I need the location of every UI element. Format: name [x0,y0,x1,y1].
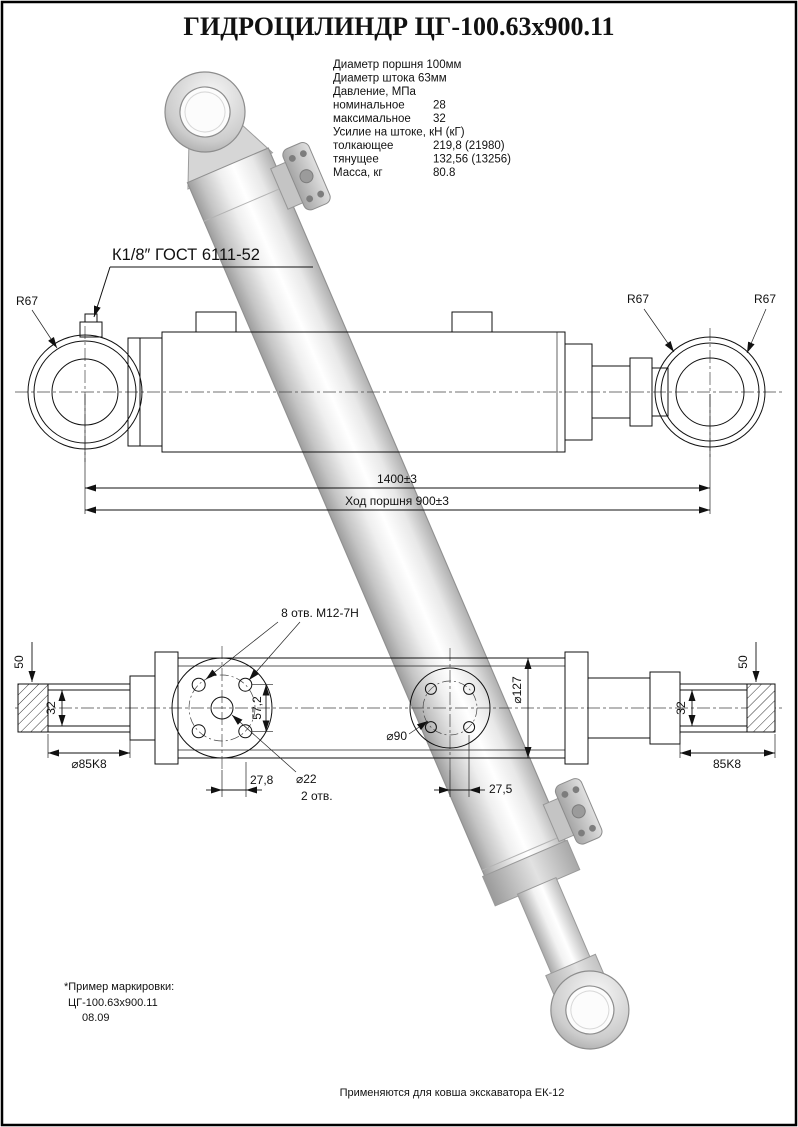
bottom-view-annotations: 50 32 ⌀85K8 8 отв. М12-7Н 57,2 ⌀22 2 отв… [12,606,776,803]
application-note: Применяются для ковша экскаватора ЕК-12 [340,1087,565,1099]
spec-label: Усилие на штоке, кН (кГ) [333,127,465,139]
spec-value: 80.8 [433,167,455,179]
thread-dimension-left: ⌀85K8 [71,757,107,771]
mount-flange-face [171,657,273,759]
marking-note-title: *Пример маркировки: [64,981,174,993]
stroke-dimension: Ход поршня 900±3 [345,494,449,508]
bottom-view [15,646,783,772]
bolt-holes-callout: 8 отв. М12-7Н [281,606,359,620]
port-flange-bottom-3d [542,778,603,845]
cylinder-3d-render [164,71,630,1050]
center-hole-dimension: ⌀22 [296,772,317,786]
spec-label: Диаметр штока 63мм [333,73,447,85]
marking-note: *Пример маркировки: ЦГ-100.63х900.11 08.… [64,981,174,1024]
thread-dimension-right: 85K8 [713,757,741,771]
offset-dimension-right: 27,5 [489,782,513,796]
section-hatch-left [17,683,49,733]
radius-label: R67 [627,292,649,306]
spec-value: 28 [433,100,446,112]
spec-value: 32 [433,113,446,125]
port-flange-face [409,667,491,749]
spec-label: максимальное [333,113,411,125]
spec-value: 132,56 (13256) [433,154,511,166]
port-boss-left [195,311,237,333]
thread-callout: К1/8″ ГОСТ 6111-52 [112,246,260,264]
drawing-title: ГИДРОЦИЛИНДР ЦГ-100.63х900.11 [183,12,614,41]
length-dimension: 1400±3 [377,472,417,486]
spec-label: Диаметр поршня 100мм [333,59,461,71]
spec-value: 219,8 (21980) [433,140,505,152]
section-hatch-right [746,683,776,733]
spec-label: номинальное [333,100,405,112]
barrel-dimension: ⌀127 [510,676,524,704]
end-dimension: 50 [12,655,26,669]
bolt-circle-dimension: ⌀90 [386,729,407,743]
radius-label: R67 [754,292,776,306]
radius-label: R67 [16,294,38,308]
flat-dimension: 32 [674,701,688,715]
holes-count-label: 2 отв. [301,789,333,803]
spec-table: Диаметр поршня 100мм Диаметр штока 63мм … [333,59,511,179]
offset-dimension-left: 27,8 [250,773,274,787]
port-boss-right [451,311,493,333]
end-dimension: 50 [736,655,750,669]
bolt-spacing-dimension: 57,2 [250,696,264,720]
spec-label: Масса, кг [333,167,383,179]
marking-example: ЦГ-100.63х900.11 [68,997,158,1009]
spec-label: толкающее [333,140,393,152]
flat-dimension: 32 [44,701,58,715]
port-flange-top-3d [269,142,331,211]
side-view-annotations: К1/8″ ГОСТ 6111-52 R67 R67 R67 1400±3 Хо… [16,246,776,514]
marking-date: 08.09 [82,1012,110,1024]
spec-label: тянущее [333,154,379,166]
spec-label: Давление, МПа [333,86,417,98]
